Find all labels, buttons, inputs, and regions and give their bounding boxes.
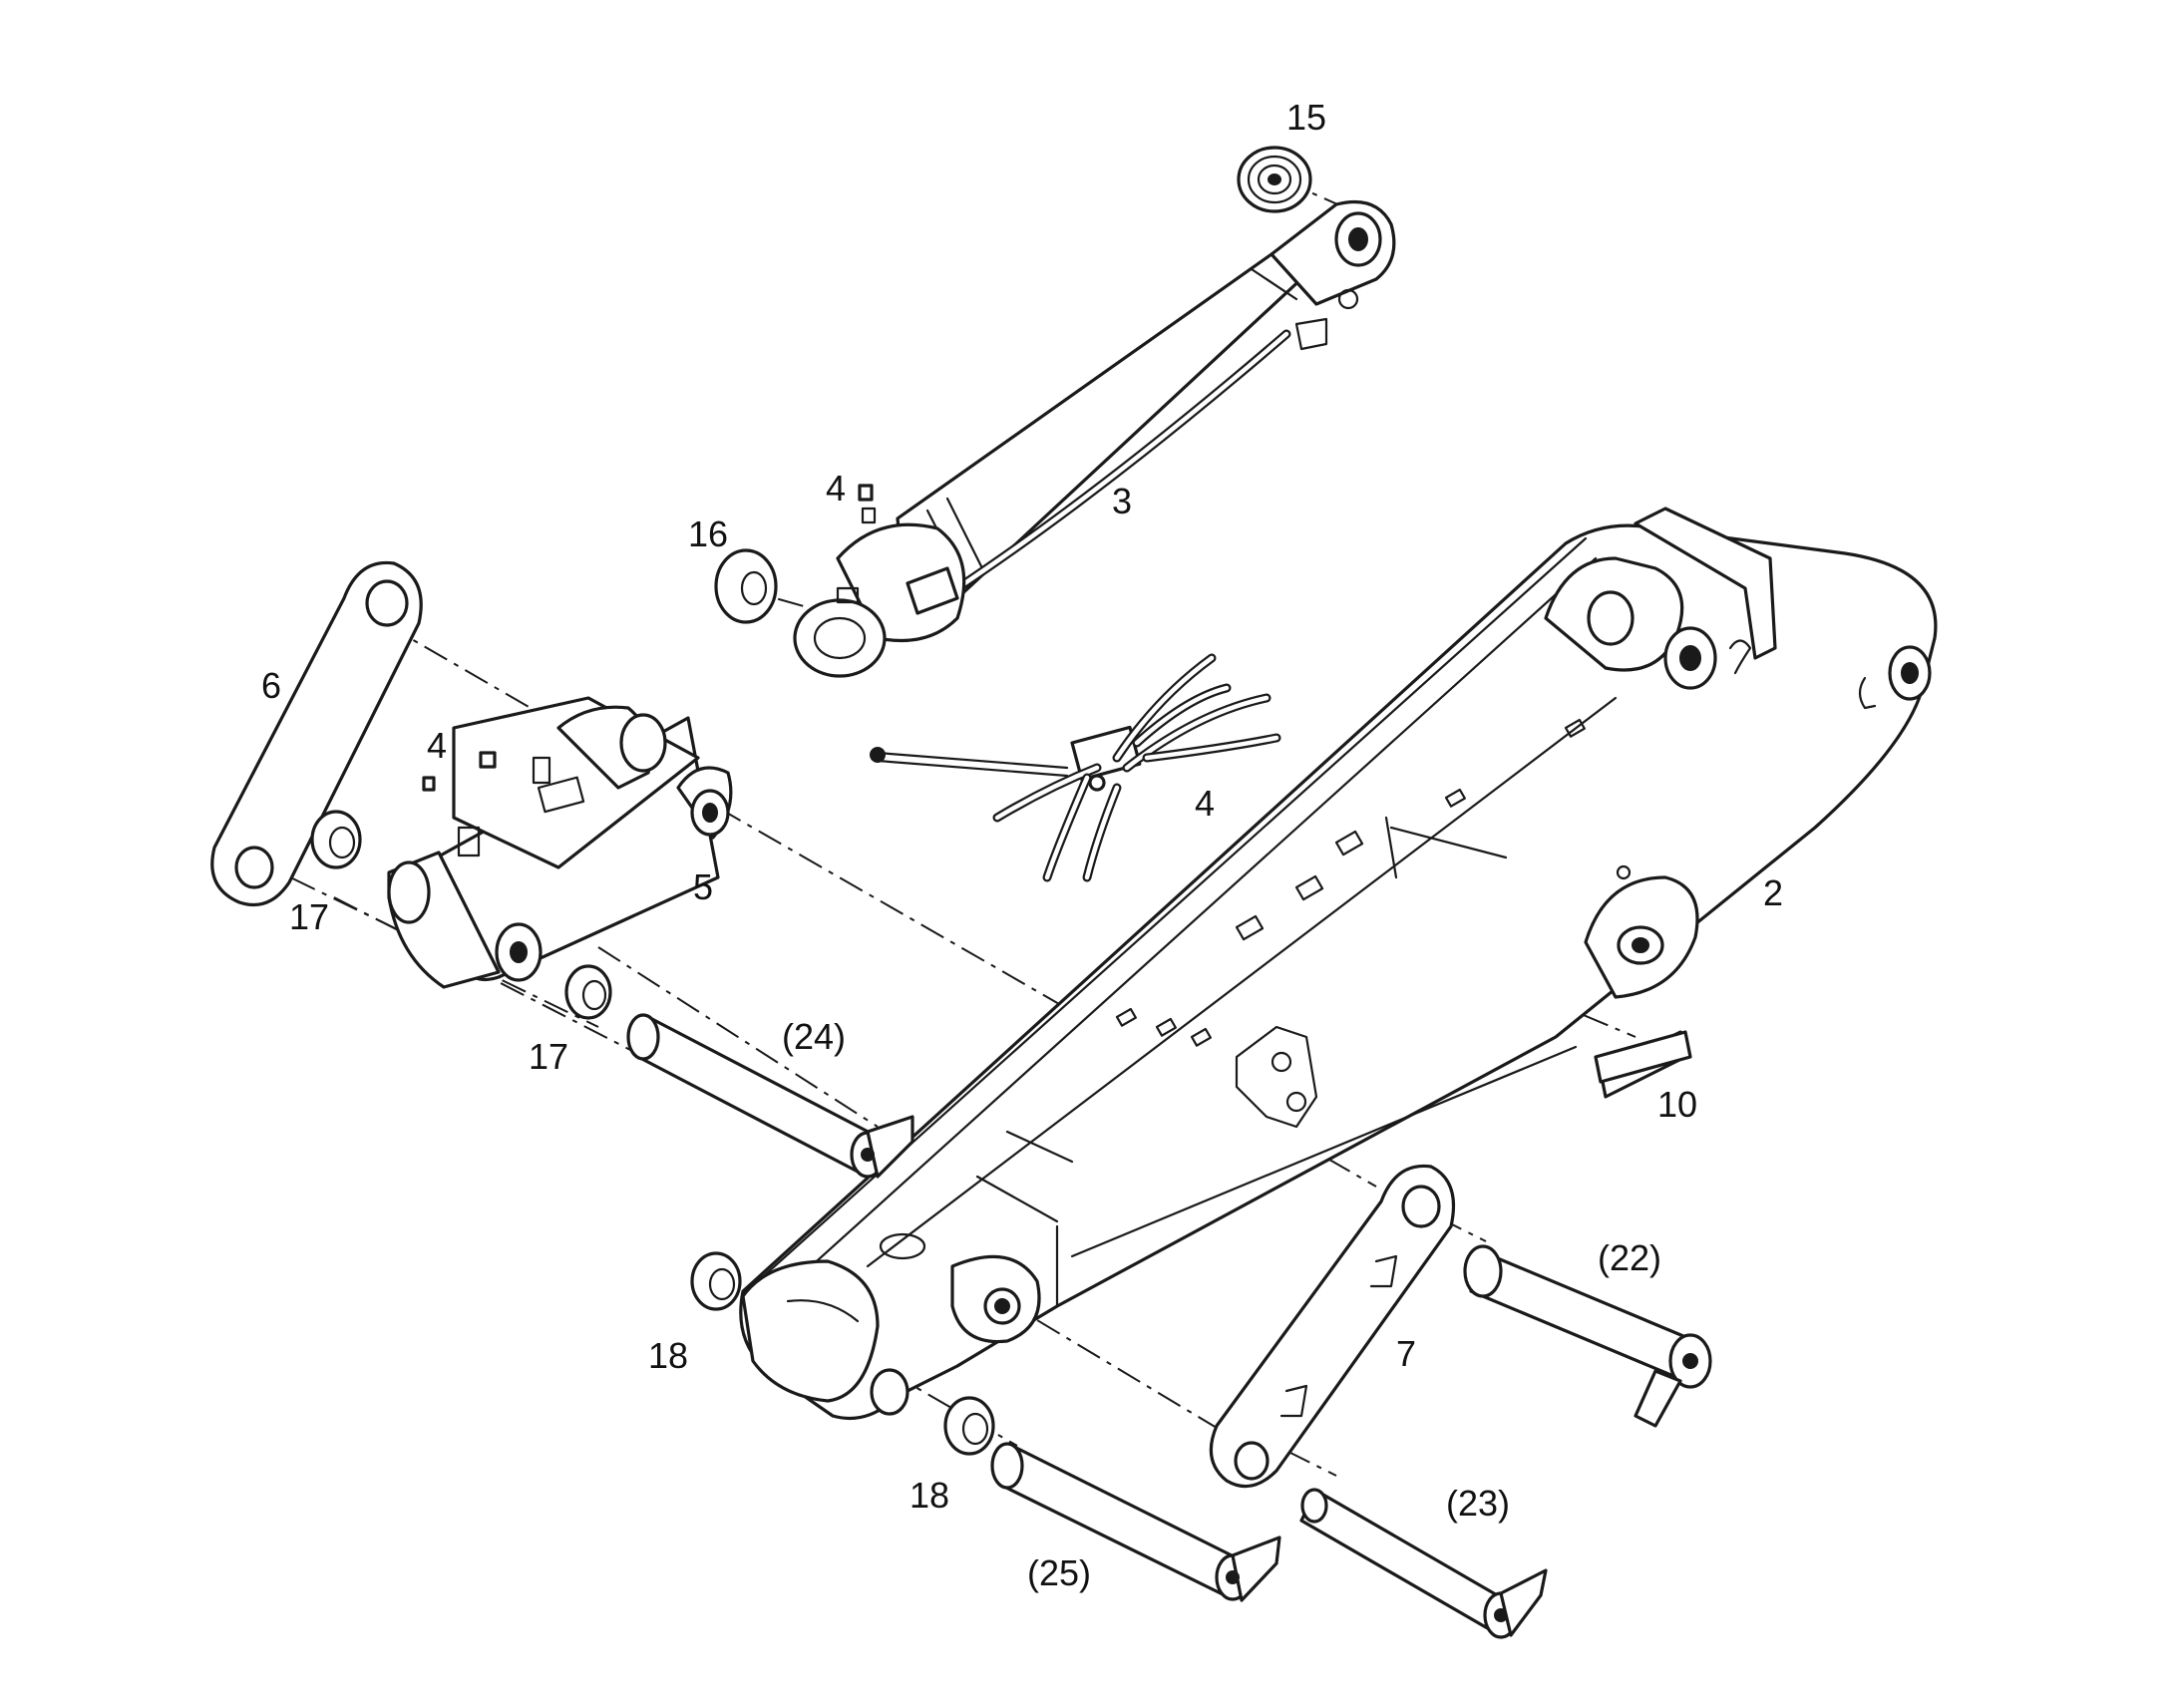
boom-cylinder [793,199,1396,678]
callout-4-cylinder: 4 [826,468,846,509]
callout-24: (24) [782,1016,846,1057]
link-7 [1209,1164,1456,1489]
spherical-bearing-15 [1237,146,1312,213]
decal-plate-10 [1594,1030,1692,1084]
washer-16 [714,548,778,624]
callout-15: 15 [1286,97,1326,138]
callout-18-upper: 18 [648,1335,688,1376]
boom-arm [739,507,1938,1421]
callout-6: 6 [261,665,281,706]
callout-16: 16 [688,513,728,554]
callout-17-upper: 17 [289,896,329,937]
callout-5: 5 [693,866,713,907]
fittings-4 [422,484,874,792]
hose-valve-assembly [870,653,1281,882]
callout-4-hoses: 4 [1195,783,1215,824]
callout-7: 7 [1396,1333,1416,1374]
callout-25: (25) [1027,1552,1091,1593]
callout-3: 3 [1112,481,1132,521]
callout-4-bracket: 4 [427,725,447,766]
callout-10: 10 [1657,1084,1697,1125]
boom-top-details [1005,718,1586,1164]
pin-24 [626,1013,914,1179]
callout-22: (22) [1598,1237,1661,1278]
pin-22 [1463,1244,1712,1428]
washer-18 [690,1251,995,1456]
pin-23 [1299,1488,1548,1639]
link-6 [210,560,423,907]
callout-23: (23) [1446,1483,1510,1524]
pin-25 [990,1442,1281,1602]
callout-labels: 15 3 4 16 6 4 5 4 17 17 (24) 2 10 (22) 7… [261,97,1783,1593]
callout-2: 2 [1763,872,1783,913]
callout-18-lower: 18 [909,1475,949,1516]
bracket-block-5 [387,696,733,989]
callout-17-lower: 17 [529,1036,568,1077]
washer-17 [310,810,612,1020]
